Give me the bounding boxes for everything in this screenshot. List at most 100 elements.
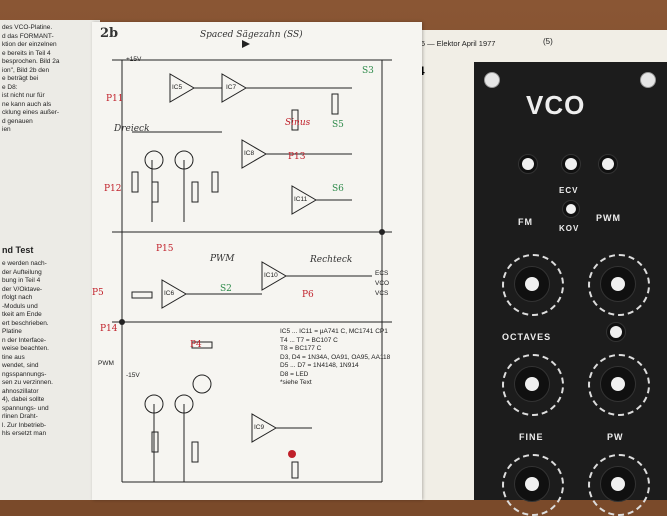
text-line: d genauen xyxy=(2,117,33,125)
schematic-page: 2b Spaced Sägezahn (SS) Dreieck Sinus PW… xyxy=(92,22,422,500)
pw-knob[interactable] xyxy=(600,366,636,402)
text-line: ahnoszillator xyxy=(2,387,39,395)
text-line: d das FORMANT- xyxy=(2,32,54,40)
text-line: besprochen. Bild 2a xyxy=(2,58,60,65)
left-text-top: des VCO-Platine.d das FORMANT-ktion der … xyxy=(2,24,59,135)
pwm-knob[interactable] xyxy=(600,266,636,302)
supply-negative: -15V xyxy=(126,372,140,379)
jack-socket-icon xyxy=(598,154,618,174)
text-line: rfolgt nach xyxy=(2,294,33,301)
point-p5: P5 xyxy=(92,288,104,298)
square-label: Rechteck xyxy=(310,255,353,265)
parts-list-line: D5 ... D7 = 1N4148, 1N914 xyxy=(280,362,359,369)
text-line: ion", Bild 2b den xyxy=(2,66,50,74)
text-line: ktion der einzelnen xyxy=(2,41,57,48)
label-kov: KOV xyxy=(559,224,580,233)
panel-title: VCO xyxy=(526,90,586,120)
text-line: der Aufteilung xyxy=(2,268,42,276)
octaves-dial-scale xyxy=(502,354,564,416)
switch-s2: S2 xyxy=(220,284,232,294)
output-vco: VCO xyxy=(375,280,390,287)
output-ecs: ECS xyxy=(375,270,389,277)
ic11-label: IC11 xyxy=(294,196,308,203)
pwm-label: PWM xyxy=(210,254,235,264)
fm-knob[interactable] xyxy=(514,266,550,302)
ic5-label: IC5 xyxy=(172,84,183,91)
octaves-knob[interactable] xyxy=(514,366,550,402)
text-line: wendet, sind xyxy=(2,362,39,369)
pwm-dial-scale xyxy=(588,254,650,316)
text-line: ne kann auch als xyxy=(2,100,52,108)
jack-socket-icon xyxy=(562,200,580,218)
pw-dial-scale xyxy=(588,354,650,416)
fm-dial-scale xyxy=(502,254,564,316)
text-line: spannungs- und xyxy=(2,404,49,412)
text-line: e werden nach- xyxy=(2,260,47,267)
label-fm: FM xyxy=(518,217,533,227)
label-pwm: PWM xyxy=(596,213,621,223)
fine-knob[interactable] xyxy=(514,466,550,502)
label-pw: PW xyxy=(607,432,624,442)
parts-list-line: D8 = LED xyxy=(280,370,309,378)
switch-s5: S5 xyxy=(332,120,344,130)
text-line: hls ersetzt man xyxy=(2,430,47,437)
figure-label: 2b xyxy=(100,26,119,41)
label-ecv: ECV xyxy=(559,186,579,195)
text-line: 4), dabei sollte xyxy=(2,396,45,403)
text-line: weise beachten. xyxy=(2,345,49,352)
label-octaves: OCTAVES xyxy=(502,332,552,342)
lower-knob[interactable] xyxy=(600,466,636,502)
switch-s3: S3 xyxy=(362,66,374,76)
point-p15: P15 xyxy=(156,244,174,254)
ic8-label: IC8 xyxy=(244,150,255,157)
screw-icon xyxy=(640,72,656,88)
text-line: e beträgt bei xyxy=(2,75,39,82)
text-line: sen zu verzinnen. xyxy=(2,379,53,386)
text-line: bung in Teil 4 xyxy=(2,277,41,284)
parts-list-line: D3, D4 = 1N34A, OA91, OA95, AA118 xyxy=(280,353,391,361)
parts-list-line: T4 ... T7 = BC107 C xyxy=(280,336,338,344)
point-p14: P14 xyxy=(100,324,118,334)
point-p11: P11 xyxy=(106,94,124,104)
label-fine: FINE xyxy=(519,432,544,442)
page-note: (5) xyxy=(543,37,553,46)
point-p13: P13 xyxy=(288,152,306,162)
text-line: ien xyxy=(2,126,11,133)
text-line: n der Interface- xyxy=(2,336,47,344)
page-header: 4-56 — Elektor April 1977 xyxy=(410,39,496,48)
text-line: tkeit am Ende xyxy=(2,311,42,318)
point-p6: P6 xyxy=(302,290,314,300)
text-line: l. Zur Inbetrieb- xyxy=(2,421,47,429)
ic10-label: IC10 xyxy=(264,272,278,279)
text-line: tine aus xyxy=(2,353,25,361)
text-line: e D8: xyxy=(2,83,18,91)
point-p4: P4 xyxy=(190,340,202,350)
jack-socket-icon xyxy=(606,322,626,342)
text-line: der V/Oktave- xyxy=(2,285,43,293)
switch-s6: S6 xyxy=(332,184,344,194)
text-line: ngsspannungs- xyxy=(2,370,47,378)
pwm-input-label: PWM xyxy=(98,360,114,367)
parts-list-line: *siehe Text xyxy=(280,379,312,386)
parts-list-line: IC5 ... IC11 = µA741 C, MC1741 CP1 xyxy=(280,328,388,335)
ic6-label: IC6 xyxy=(164,290,175,297)
ic9-label: IC9 xyxy=(254,424,265,431)
jack-socket-icon xyxy=(518,154,538,174)
screw-icon xyxy=(484,72,500,88)
vco-front-panel: VCO ECV KOV FM PWM OCTAVES FINE PW xyxy=(474,62,667,516)
left-text-page: des VCO-Platine.d das FORMANT-ktion der … xyxy=(0,20,100,500)
ic7-label: IC7 xyxy=(226,84,237,91)
sawtooth-label: Spaced Sägezahn (SS) xyxy=(200,30,303,40)
text-line: cklung eines außer- xyxy=(2,109,60,116)
text-line: e bereits in Teil 4 xyxy=(2,49,51,57)
jack-socket-icon xyxy=(561,154,581,174)
text-line: Platine xyxy=(2,328,22,335)
text-line: ert beschrieben. xyxy=(2,319,49,327)
point-p12: P12 xyxy=(104,184,122,194)
sine-label: Sinus xyxy=(285,118,311,128)
circuit-schematic xyxy=(112,40,392,483)
text-line: ist nicht nur für xyxy=(2,92,45,99)
text-line: -Moduls und xyxy=(2,302,38,310)
